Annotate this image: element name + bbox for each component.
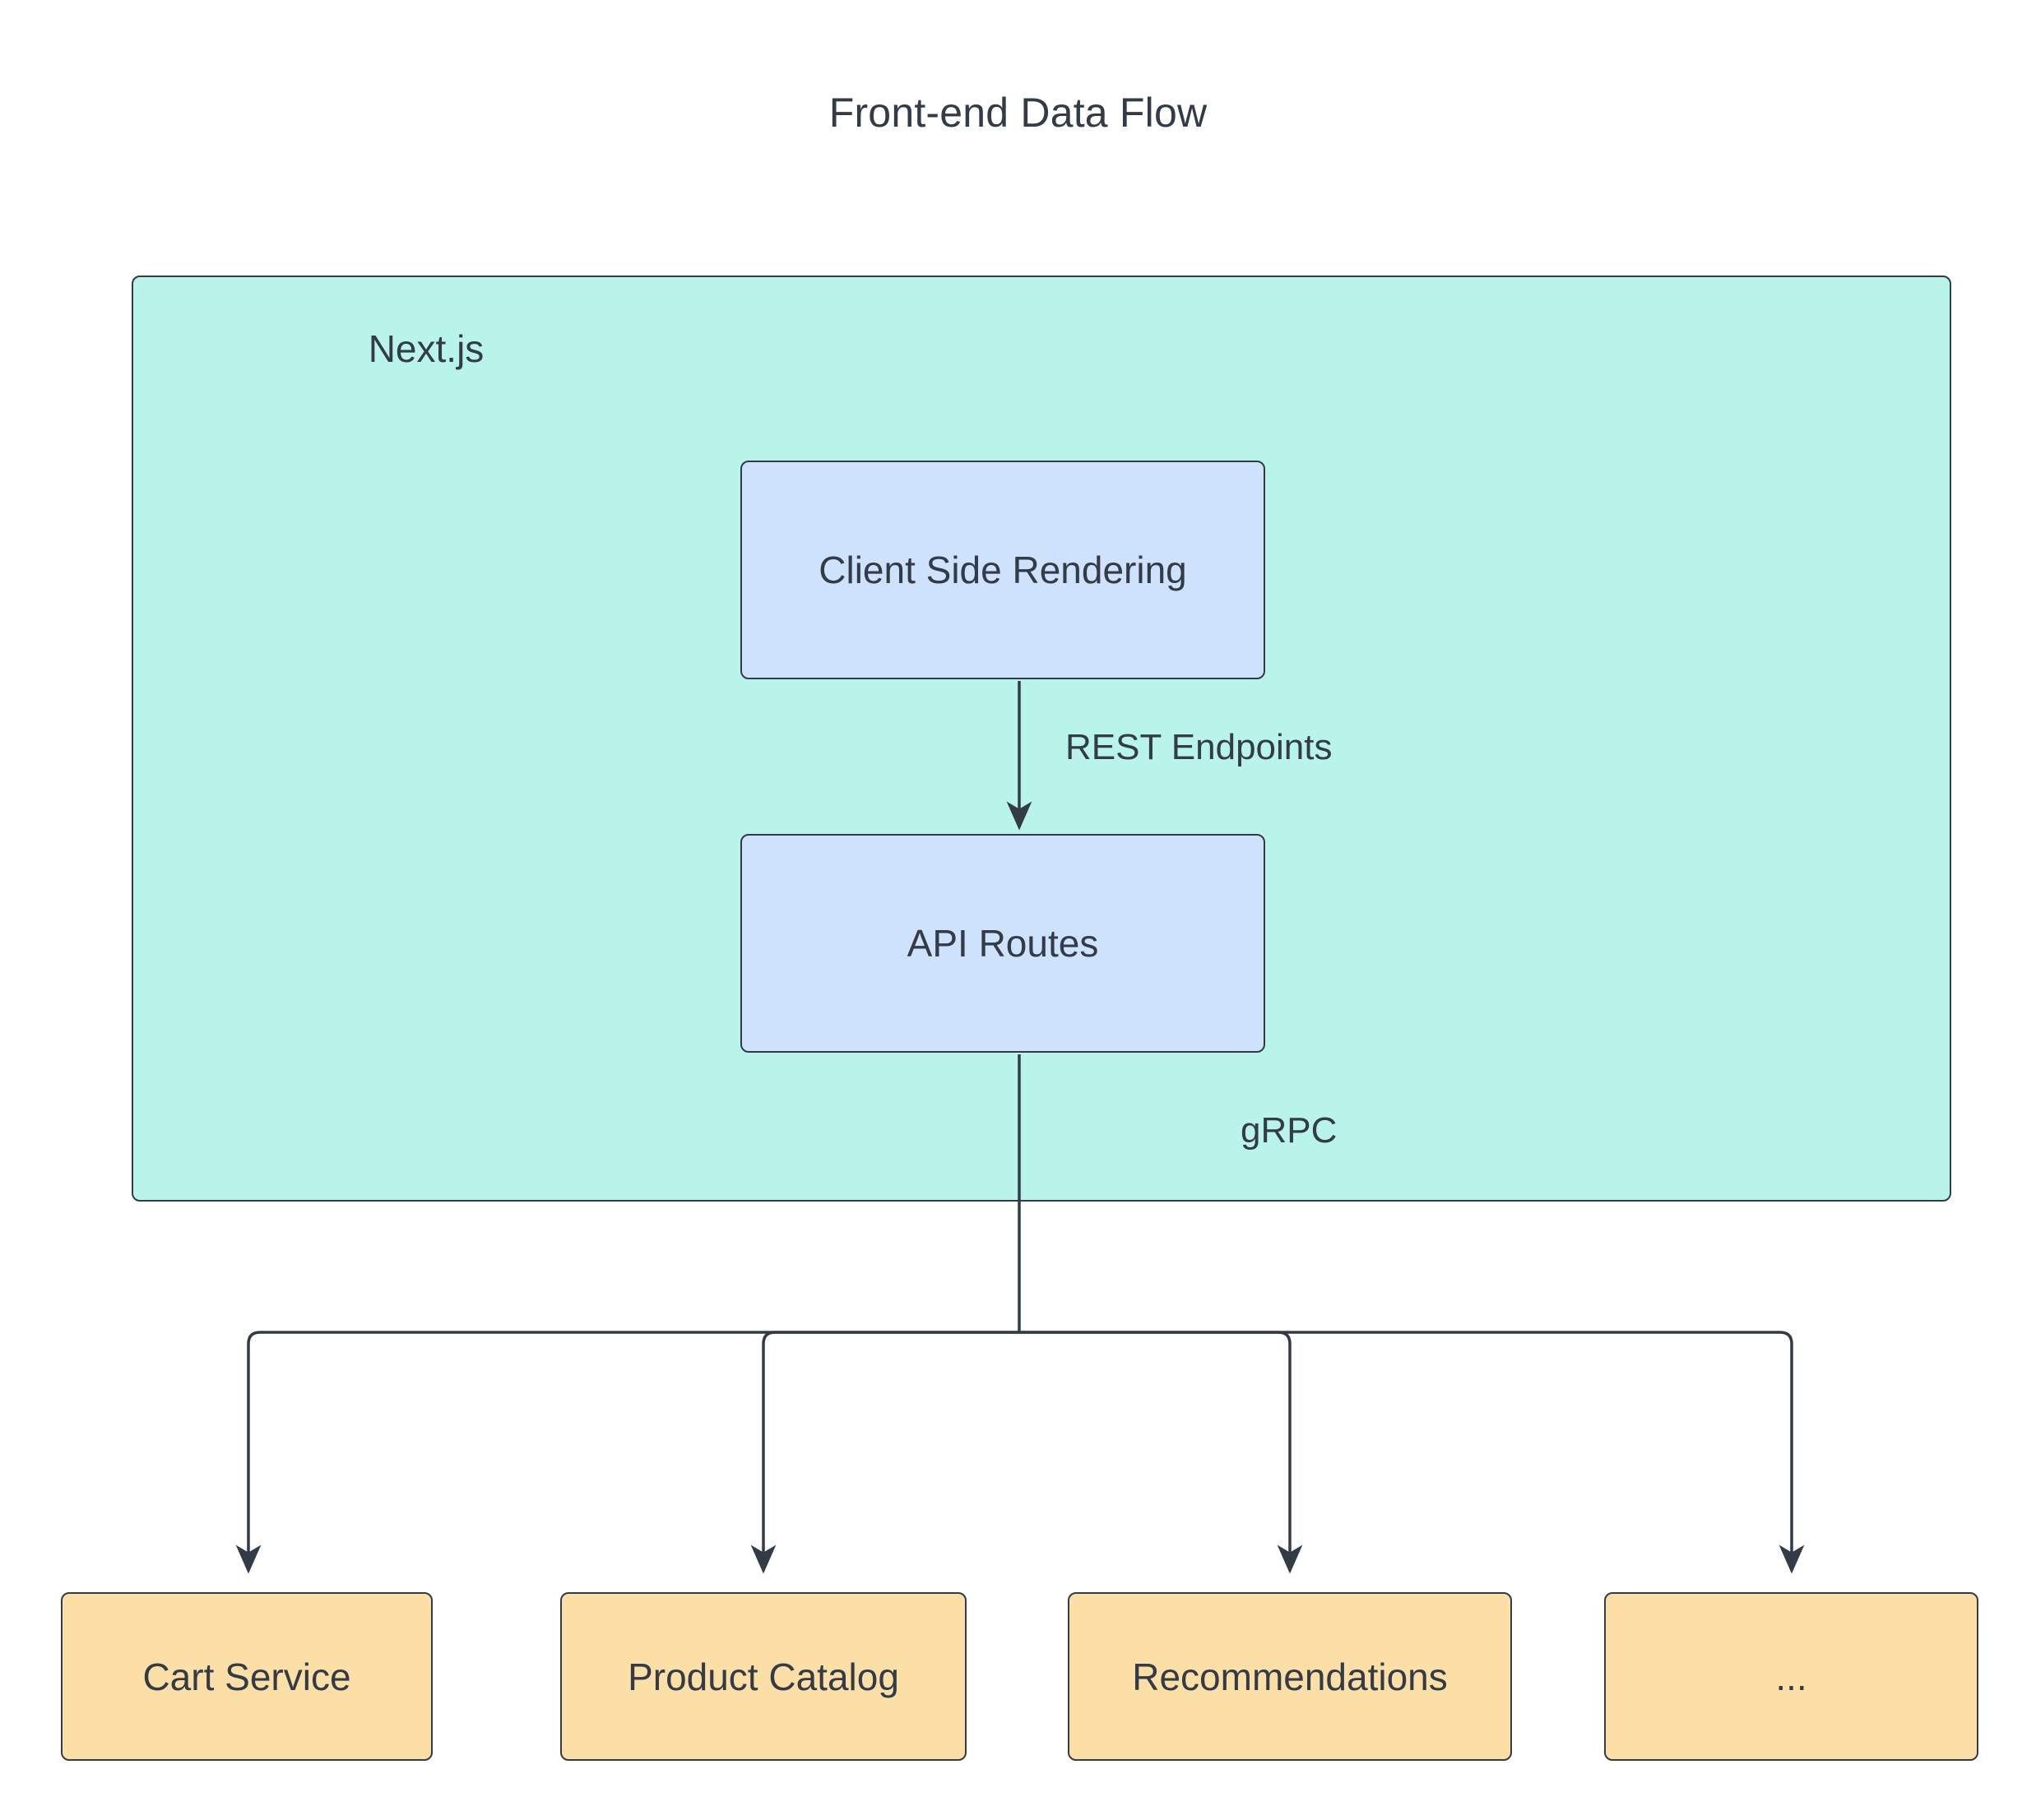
edge-api-to-catalog (750, 1331, 1019, 1574)
edge-label-rest-endpoints: REST Endpoints (1065, 727, 1333, 767)
edge-api-to-cart (235, 1331, 1019, 1574)
edge-api-to-recs (1019, 1331, 1303, 1574)
node-label-catalog: Product Catalog (628, 1655, 899, 1698)
edge-label-grpc: gRPC (1241, 1110, 1338, 1151)
node-label-recs: Recommendations (1132, 1655, 1448, 1698)
subgraph-label-nextjs: Next.js (368, 327, 485, 370)
edge-api-to-more (1019, 1331, 1805, 1574)
node-label-csr: Client Side Rendering (819, 549, 1187, 591)
node-label-more: ... (1775, 1655, 1807, 1698)
subgraph-label-wrapper: Next.js (133, 326, 1950, 371)
node-recommendations[interactable]: Recommendations (1068, 1592, 1512, 1761)
node-cart-service[interactable]: Cart Service (61, 1592, 433, 1761)
page-title: Front-end Data Flow (828, 90, 1208, 136)
node-product-catalog[interactable]: Product Catalog (560, 1592, 967, 1761)
subgraph-nextjs[interactable]: Next.js (132, 276, 1951, 1202)
node-client-side-rendering[interactable]: Client Side Rendering (740, 461, 1265, 679)
node-more-services[interactable]: ... (1604, 1592, 1978, 1761)
node-label-api: API Routes (907, 922, 1099, 965)
node-label-cart: Cart Service (142, 1655, 351, 1698)
node-api-routes[interactable]: API Routes (740, 834, 1265, 1053)
